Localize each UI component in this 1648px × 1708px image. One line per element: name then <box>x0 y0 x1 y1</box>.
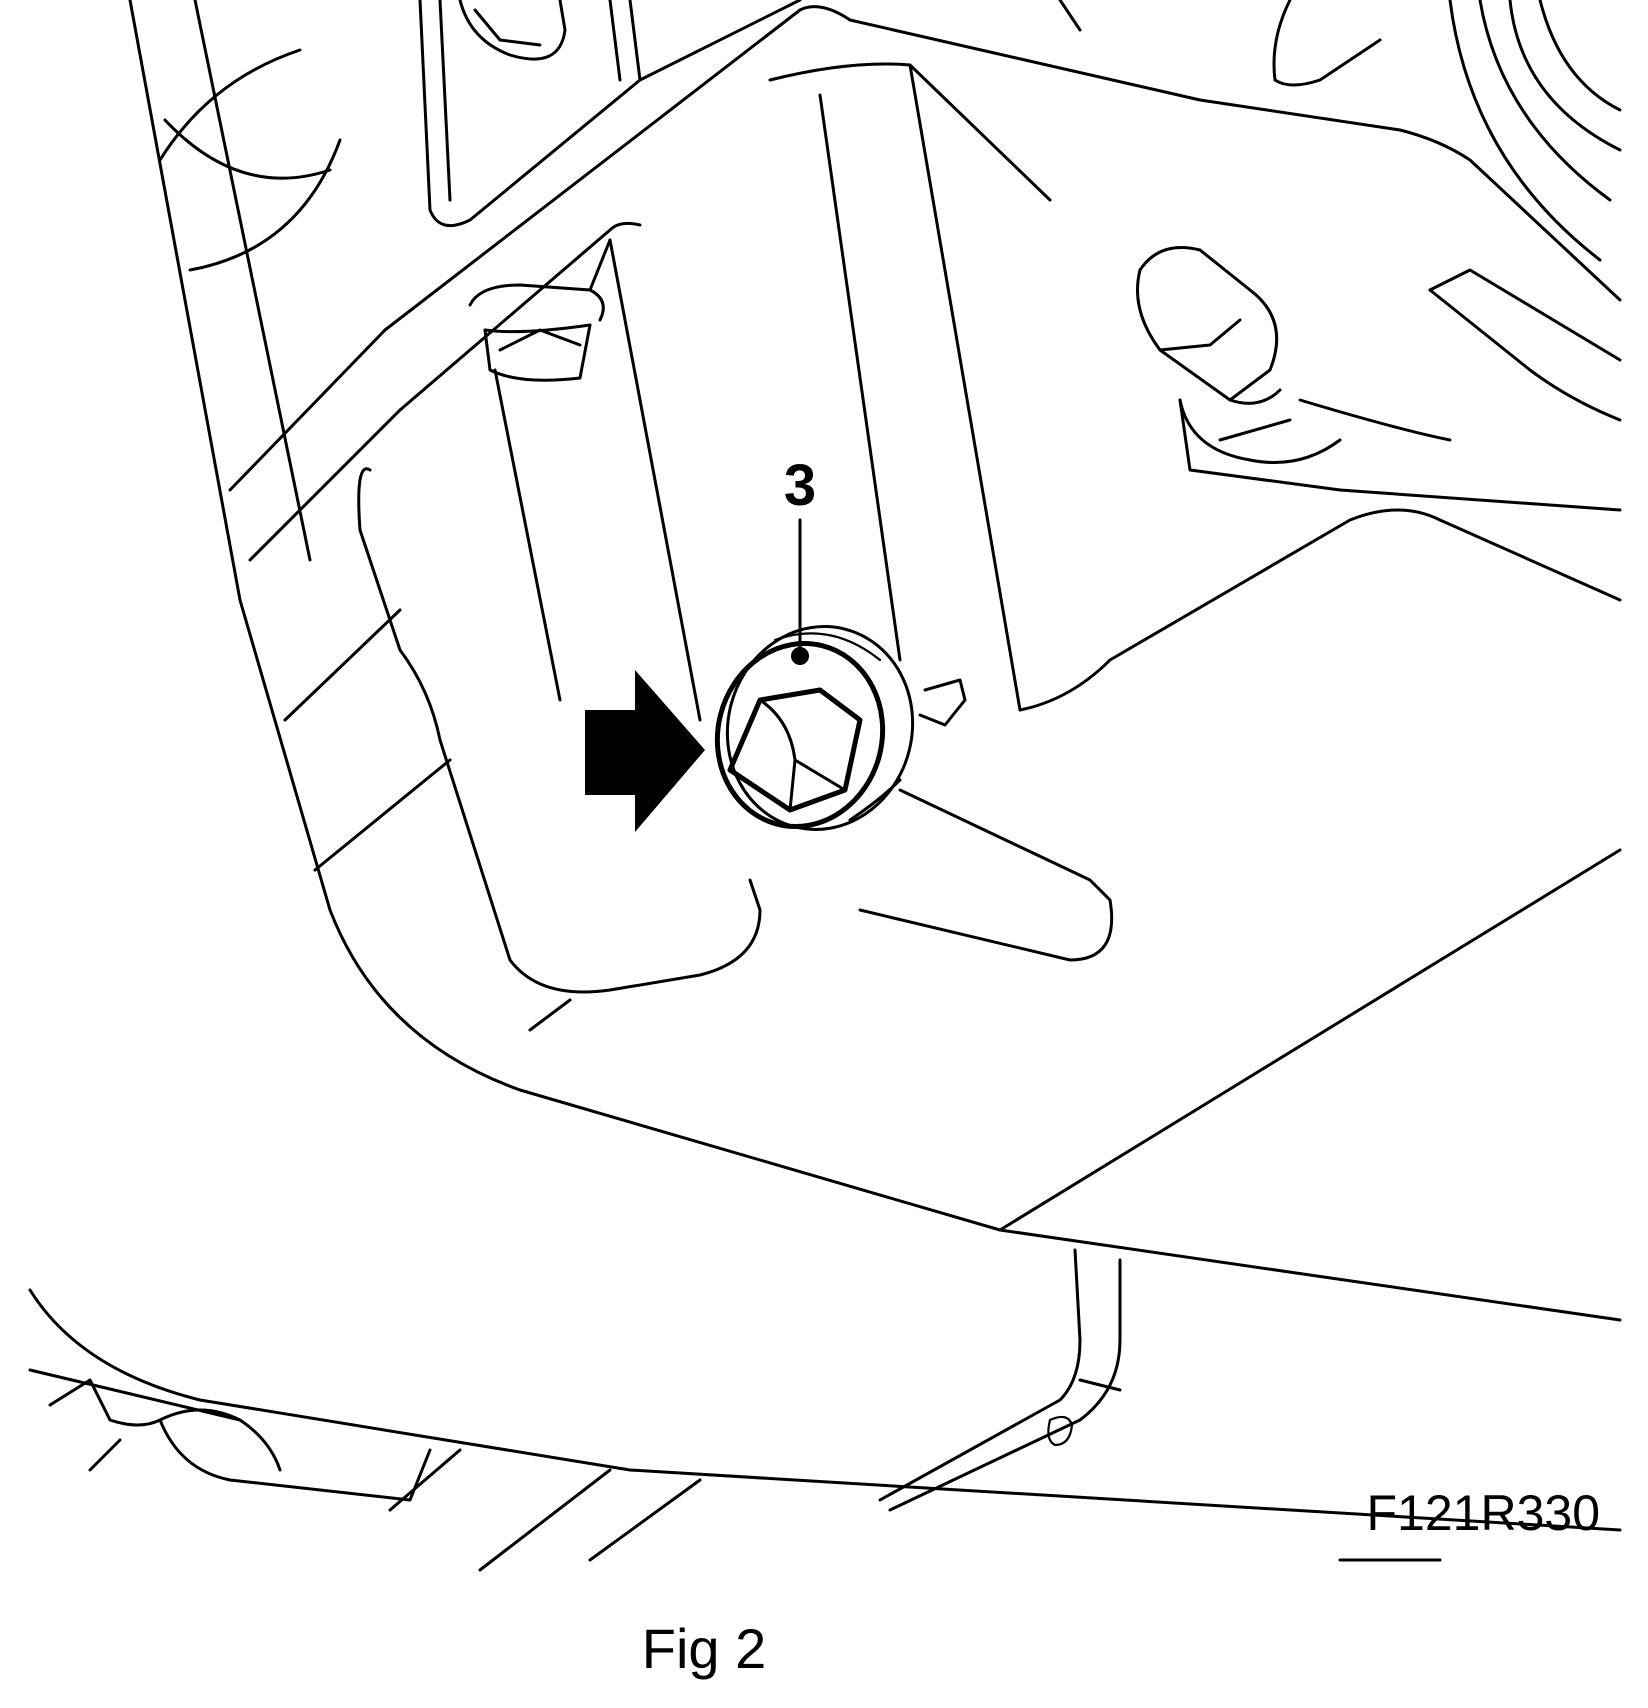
figure-reference-code: F121R330 <box>1367 1485 1601 1541</box>
callout-number: 3 <box>784 453 816 518</box>
leader-dot <box>791 647 809 665</box>
figure-caption: Fig 2 <box>642 1617 767 1680</box>
pointer-arrow-icon <box>585 670 705 832</box>
drain-plug <box>714 625 967 831</box>
callout-3: 3 <box>784 453 816 665</box>
engine-housing-outlines <box>28 0 1622 1572</box>
